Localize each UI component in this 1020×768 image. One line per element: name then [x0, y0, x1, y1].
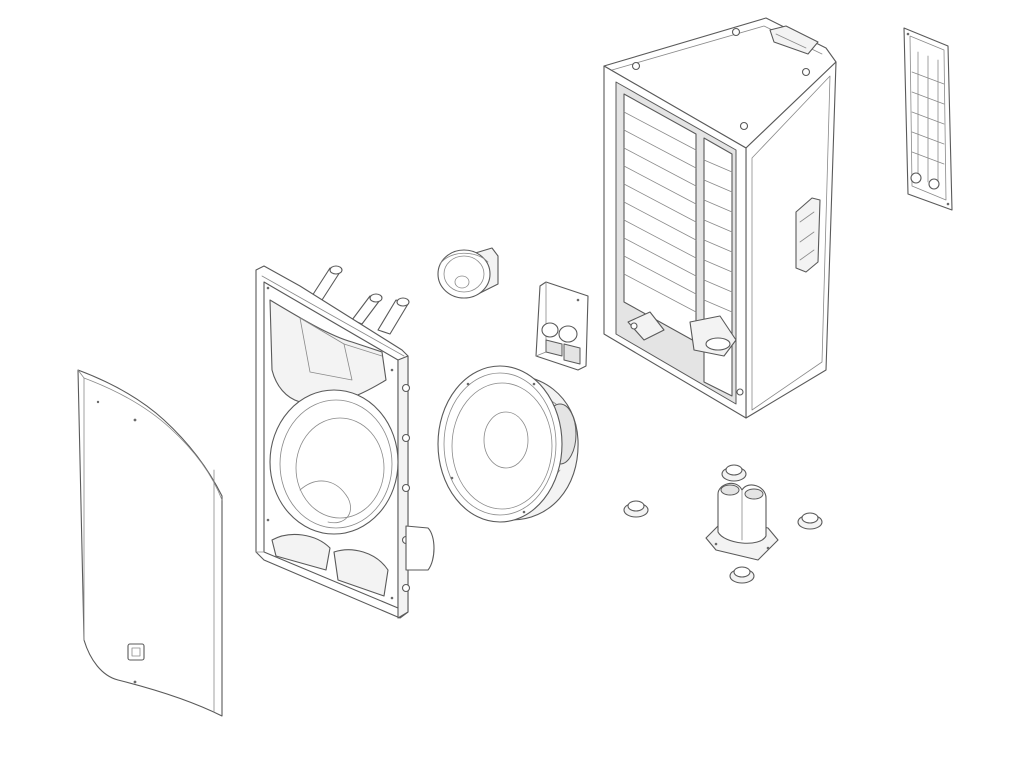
cabinet-bracing: [623, 111, 733, 313]
pole-mount: [705, 482, 779, 561]
foot-2: [623, 500, 649, 518]
baffle: [255, 265, 435, 619]
woofer: [437, 365, 579, 523]
feet: [623, 464, 823, 584]
input-plate: [903, 27, 953, 211]
compression-driver: [437, 247, 499, 299]
foot-1: [721, 464, 747, 482]
cabinet: [603, 17, 837, 419]
grille-logo-badge: [127, 643, 145, 661]
grille: [77, 369, 223, 717]
foot-3: [797, 512, 823, 530]
foot-4: [729, 566, 755, 584]
